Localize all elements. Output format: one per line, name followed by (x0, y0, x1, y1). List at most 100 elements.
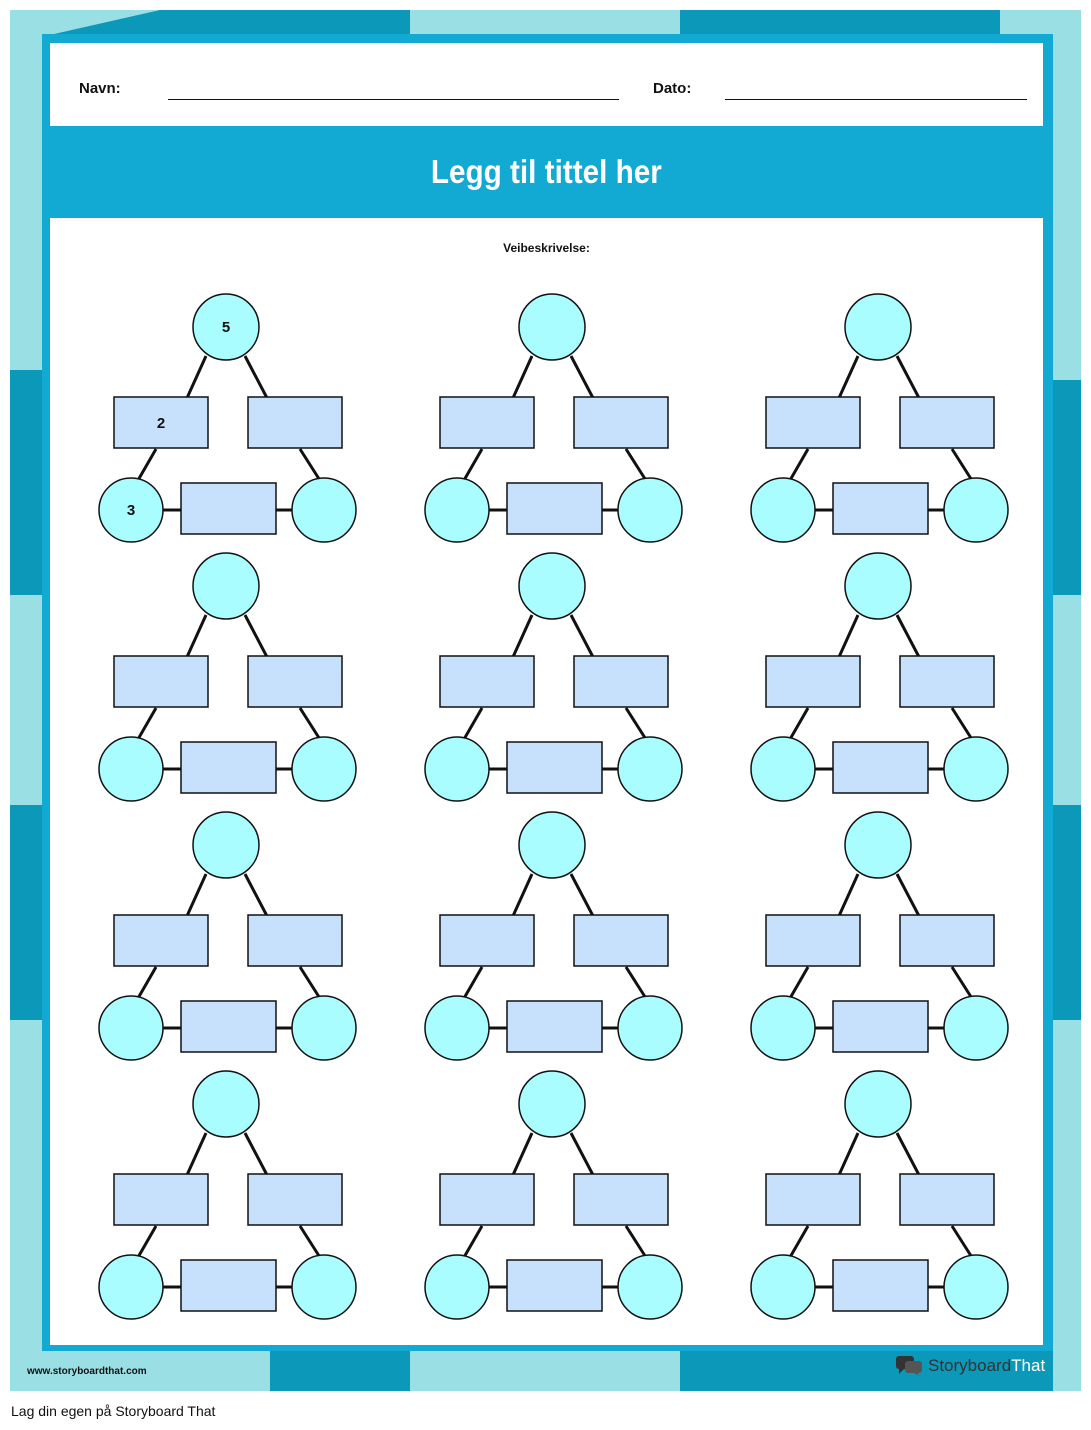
bottom-right-circle[interactable] (617, 736, 683, 802)
bottom-answer-box[interactable] (180, 482, 277, 535)
bottom-left-circle[interactable] (424, 736, 490, 802)
right-answer-box[interactable] (899, 1173, 995, 1226)
top-number-circle[interactable] (844, 552, 912, 620)
bottom-answer-box[interactable] (180, 741, 277, 794)
right-answer-box[interactable] (573, 396, 669, 449)
bottom-right-circle[interactable] (617, 1254, 683, 1320)
top-number-circle[interactable] (192, 552, 260, 620)
bottom-right-circle[interactable] (617, 995, 683, 1061)
left-answer-box[interactable] (113, 1173, 209, 1226)
bottom-left-circle[interactable] (98, 995, 164, 1061)
bottom-right-circle[interactable] (291, 477, 357, 543)
bottom-answer-box[interactable] (832, 1000, 929, 1053)
connector-line (243, 355, 269, 399)
bottom-left-circle[interactable] (424, 1254, 490, 1320)
left-answer-box[interactable] (439, 655, 535, 708)
connector-line (298, 966, 323, 1001)
left-answer-box[interactable] (113, 655, 209, 708)
bottom-left-circle[interactable] (750, 1254, 816, 1320)
left-answer-box[interactable] (765, 655, 861, 708)
top-number-circle[interactable] (844, 1070, 912, 1138)
bottom-answer-box[interactable] (506, 1000, 603, 1053)
connector-line (787, 966, 810, 1001)
bottom-left-circle[interactable] (750, 736, 816, 802)
right-answer-box[interactable] (573, 655, 669, 708)
left-answer-box[interactable] (113, 914, 209, 967)
bottom-left-circle[interactable] (750, 477, 816, 543)
bottom-answer-box[interactable] (832, 741, 929, 794)
top-number-circle[interactable] (518, 1070, 586, 1138)
number-triangle-puzzle (750, 811, 1009, 1061)
right-answer-box[interactable] (247, 655, 343, 708)
bottom-right-circle[interactable] (291, 1254, 357, 1320)
connector-line (461, 707, 484, 742)
left-answer-box[interactable] (439, 396, 535, 449)
bottom-left-circle[interactable] (424, 477, 490, 543)
date-field-line[interactable] (725, 99, 1027, 100)
bottom-right-circle[interactable] (617, 477, 683, 543)
bottom-right-circle[interactable] (291, 736, 357, 802)
page-title[interactable]: Legg til tittel her (430, 153, 662, 190)
name-field-line[interactable] (168, 99, 619, 100)
connector-line (950, 1225, 975, 1260)
connector-line (135, 707, 158, 742)
bottom-right-circle[interactable] (943, 477, 1009, 543)
connector-line (569, 873, 595, 917)
top-number-circle[interactable] (192, 811, 260, 879)
puzzle-grid: 523 (98, 293, 1009, 1320)
border-stripe (10, 1020, 42, 1391)
bottom-left-circle[interactable] (98, 736, 164, 802)
bottom-right-circle[interactable] (291, 995, 357, 1061)
bottom-answer-box[interactable] (506, 741, 603, 794)
right-answer-box[interactable] (899, 655, 995, 708)
bottom-answer-box[interactable] (506, 482, 603, 535)
date-label: Dato: (653, 80, 692, 97)
right-answer-box[interactable] (573, 1173, 669, 1226)
number-triangle-puzzle (424, 811, 683, 1061)
top-number-circle[interactable] (518, 293, 586, 361)
right-answer-box[interactable] (247, 914, 343, 967)
top-number-circle[interactable] (192, 1070, 260, 1138)
bottom-answer-box[interactable] (832, 482, 929, 535)
connector-line (787, 1225, 810, 1260)
top-number-circle[interactable] (844, 293, 912, 361)
left-answer-box[interactable] (439, 914, 535, 967)
bottom-left-circle[interactable] (98, 1254, 164, 1320)
connector-line (837, 873, 860, 917)
top-number-circle[interactable] (844, 811, 912, 879)
header-panel: Navn: Dato: (50, 43, 1043, 126)
connector-line (243, 873, 269, 917)
bottom-right-circle[interactable] (943, 736, 1009, 802)
right-answer-box[interactable] (899, 396, 995, 449)
left-answer-box[interactable] (765, 396, 861, 449)
bottom-answer-box[interactable] (180, 1259, 277, 1312)
connector-line (135, 966, 158, 1001)
bottom-right-circle[interactable] (943, 995, 1009, 1061)
border-stripe (1053, 595, 1081, 805)
top-number: 5 (222, 319, 230, 336)
website-url[interactable]: www.storyboardthat.com (27, 1366, 147, 1377)
right-answer-box[interactable] (247, 1173, 343, 1226)
right-answer-box[interactable] (899, 914, 995, 967)
left-answer-box[interactable] (765, 1173, 861, 1226)
bottom-left-circle[interactable] (424, 995, 490, 1061)
left-answer-box[interactable] (113, 396, 209, 449)
left-answer-box[interactable] (765, 914, 861, 967)
bottom-right-circle[interactable] (943, 1254, 1009, 1320)
bottom-answer-box[interactable] (832, 1259, 929, 1312)
top-number-circle[interactable] (518, 552, 586, 620)
connector-line (950, 707, 975, 742)
bottom-answer-box[interactable] (506, 1259, 603, 1312)
top-number-circle[interactable] (518, 811, 586, 879)
right-answer-box[interactable] (573, 914, 669, 967)
caption-link[interactable]: Lag din egen på Storyboard That (11, 1403, 216, 1419)
bottom-left-circle[interactable] (750, 995, 816, 1061)
number-triangle-puzzle (98, 811, 357, 1061)
bottom-answer-box[interactable] (180, 1000, 277, 1053)
bottom-left-circle[interactable] (98, 477, 164, 543)
left-answer-box[interactable] (439, 1173, 535, 1226)
right-answer-box[interactable] (247, 396, 343, 449)
top-number-circle[interactable] (192, 293, 260, 361)
